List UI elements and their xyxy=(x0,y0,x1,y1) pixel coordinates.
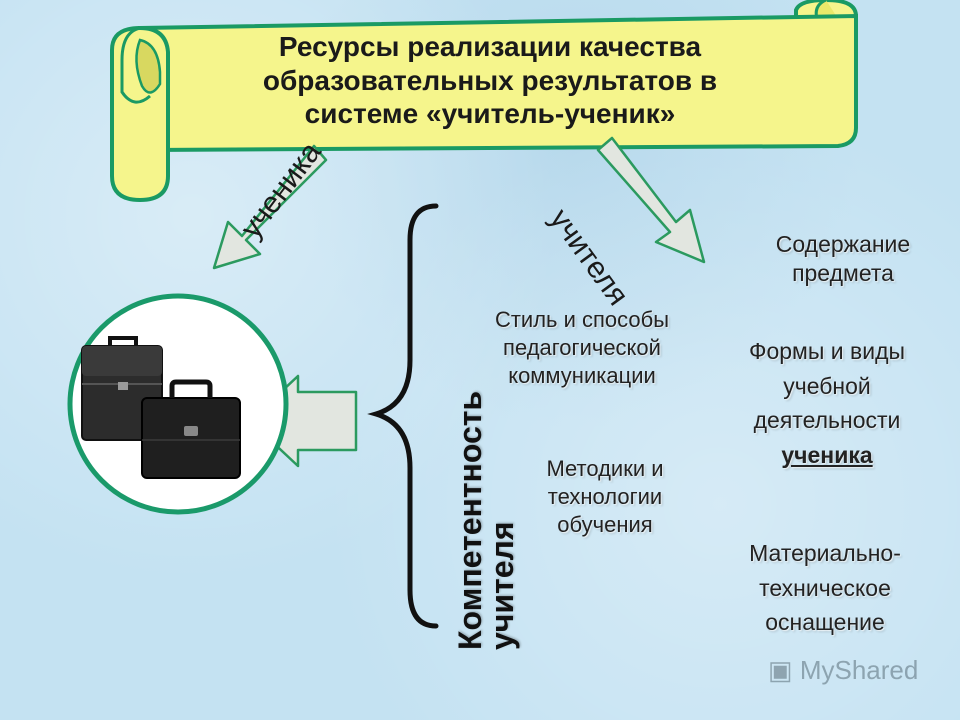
right-item-1-line-1: Содержание xyxy=(775,231,911,257)
right-item-3-line-2: техническое xyxy=(759,574,891,601)
middle-item-2-line-3: обучения xyxy=(557,512,653,538)
competence-label-line-1: Компетентность xyxy=(452,390,488,650)
middle-item-2-line-2: технологии xyxy=(547,484,663,510)
right-item-forms: Формы и виды учебной деятельности ученик… xyxy=(716,334,938,472)
middle-item-1-line-2: педагогической xyxy=(503,335,661,361)
page-title: Ресурсы реализации качества образователь… xyxy=(150,30,830,131)
title-line-3: системе «учитель-ученик» xyxy=(304,98,676,130)
competence-label-line-2: учителя xyxy=(484,521,520,650)
watermark: ▣ MyShared xyxy=(768,655,918,686)
arrow-to-student xyxy=(212,144,328,270)
middle-item-methods: Методики и технологии обучения xyxy=(500,455,710,539)
title-line-2: образовательных результатов в xyxy=(262,64,718,96)
middle-item-1-line-1: Стиль и способы xyxy=(494,307,670,332)
middle-item-1-line-3: коммуникации xyxy=(508,363,656,389)
right-item-content: Содержание предмета xyxy=(740,230,946,289)
watermark-logo-icon: ▣ xyxy=(768,655,793,685)
middle-item-communication: Стиль и способы педагогической коммуника… xyxy=(458,306,706,390)
right-item-2-line-3: деятельности xyxy=(753,407,901,433)
watermark-text: MyShared xyxy=(799,655,919,685)
briefcase-image xyxy=(67,293,289,515)
title-line-1: Ресурсы реализации качества xyxy=(278,31,702,62)
right-item-2-line-4: ученика xyxy=(781,441,873,468)
curly-brace xyxy=(367,203,439,629)
right-item-1-line-2: предмета xyxy=(792,260,894,287)
right-item-2-line-1: Формы и виды xyxy=(748,338,906,364)
right-item-2-line-2: учебной xyxy=(783,372,871,399)
middle-item-2-line-1: Методики и xyxy=(546,456,664,481)
right-item-3-line-1: Материально- xyxy=(749,540,901,566)
arrow-to-teacher xyxy=(596,136,706,264)
right-item-equipment: Материально- техническое оснащение xyxy=(712,536,938,640)
right-item-3-line-3: оснащение xyxy=(765,609,885,635)
title-scroll xyxy=(110,0,858,203)
